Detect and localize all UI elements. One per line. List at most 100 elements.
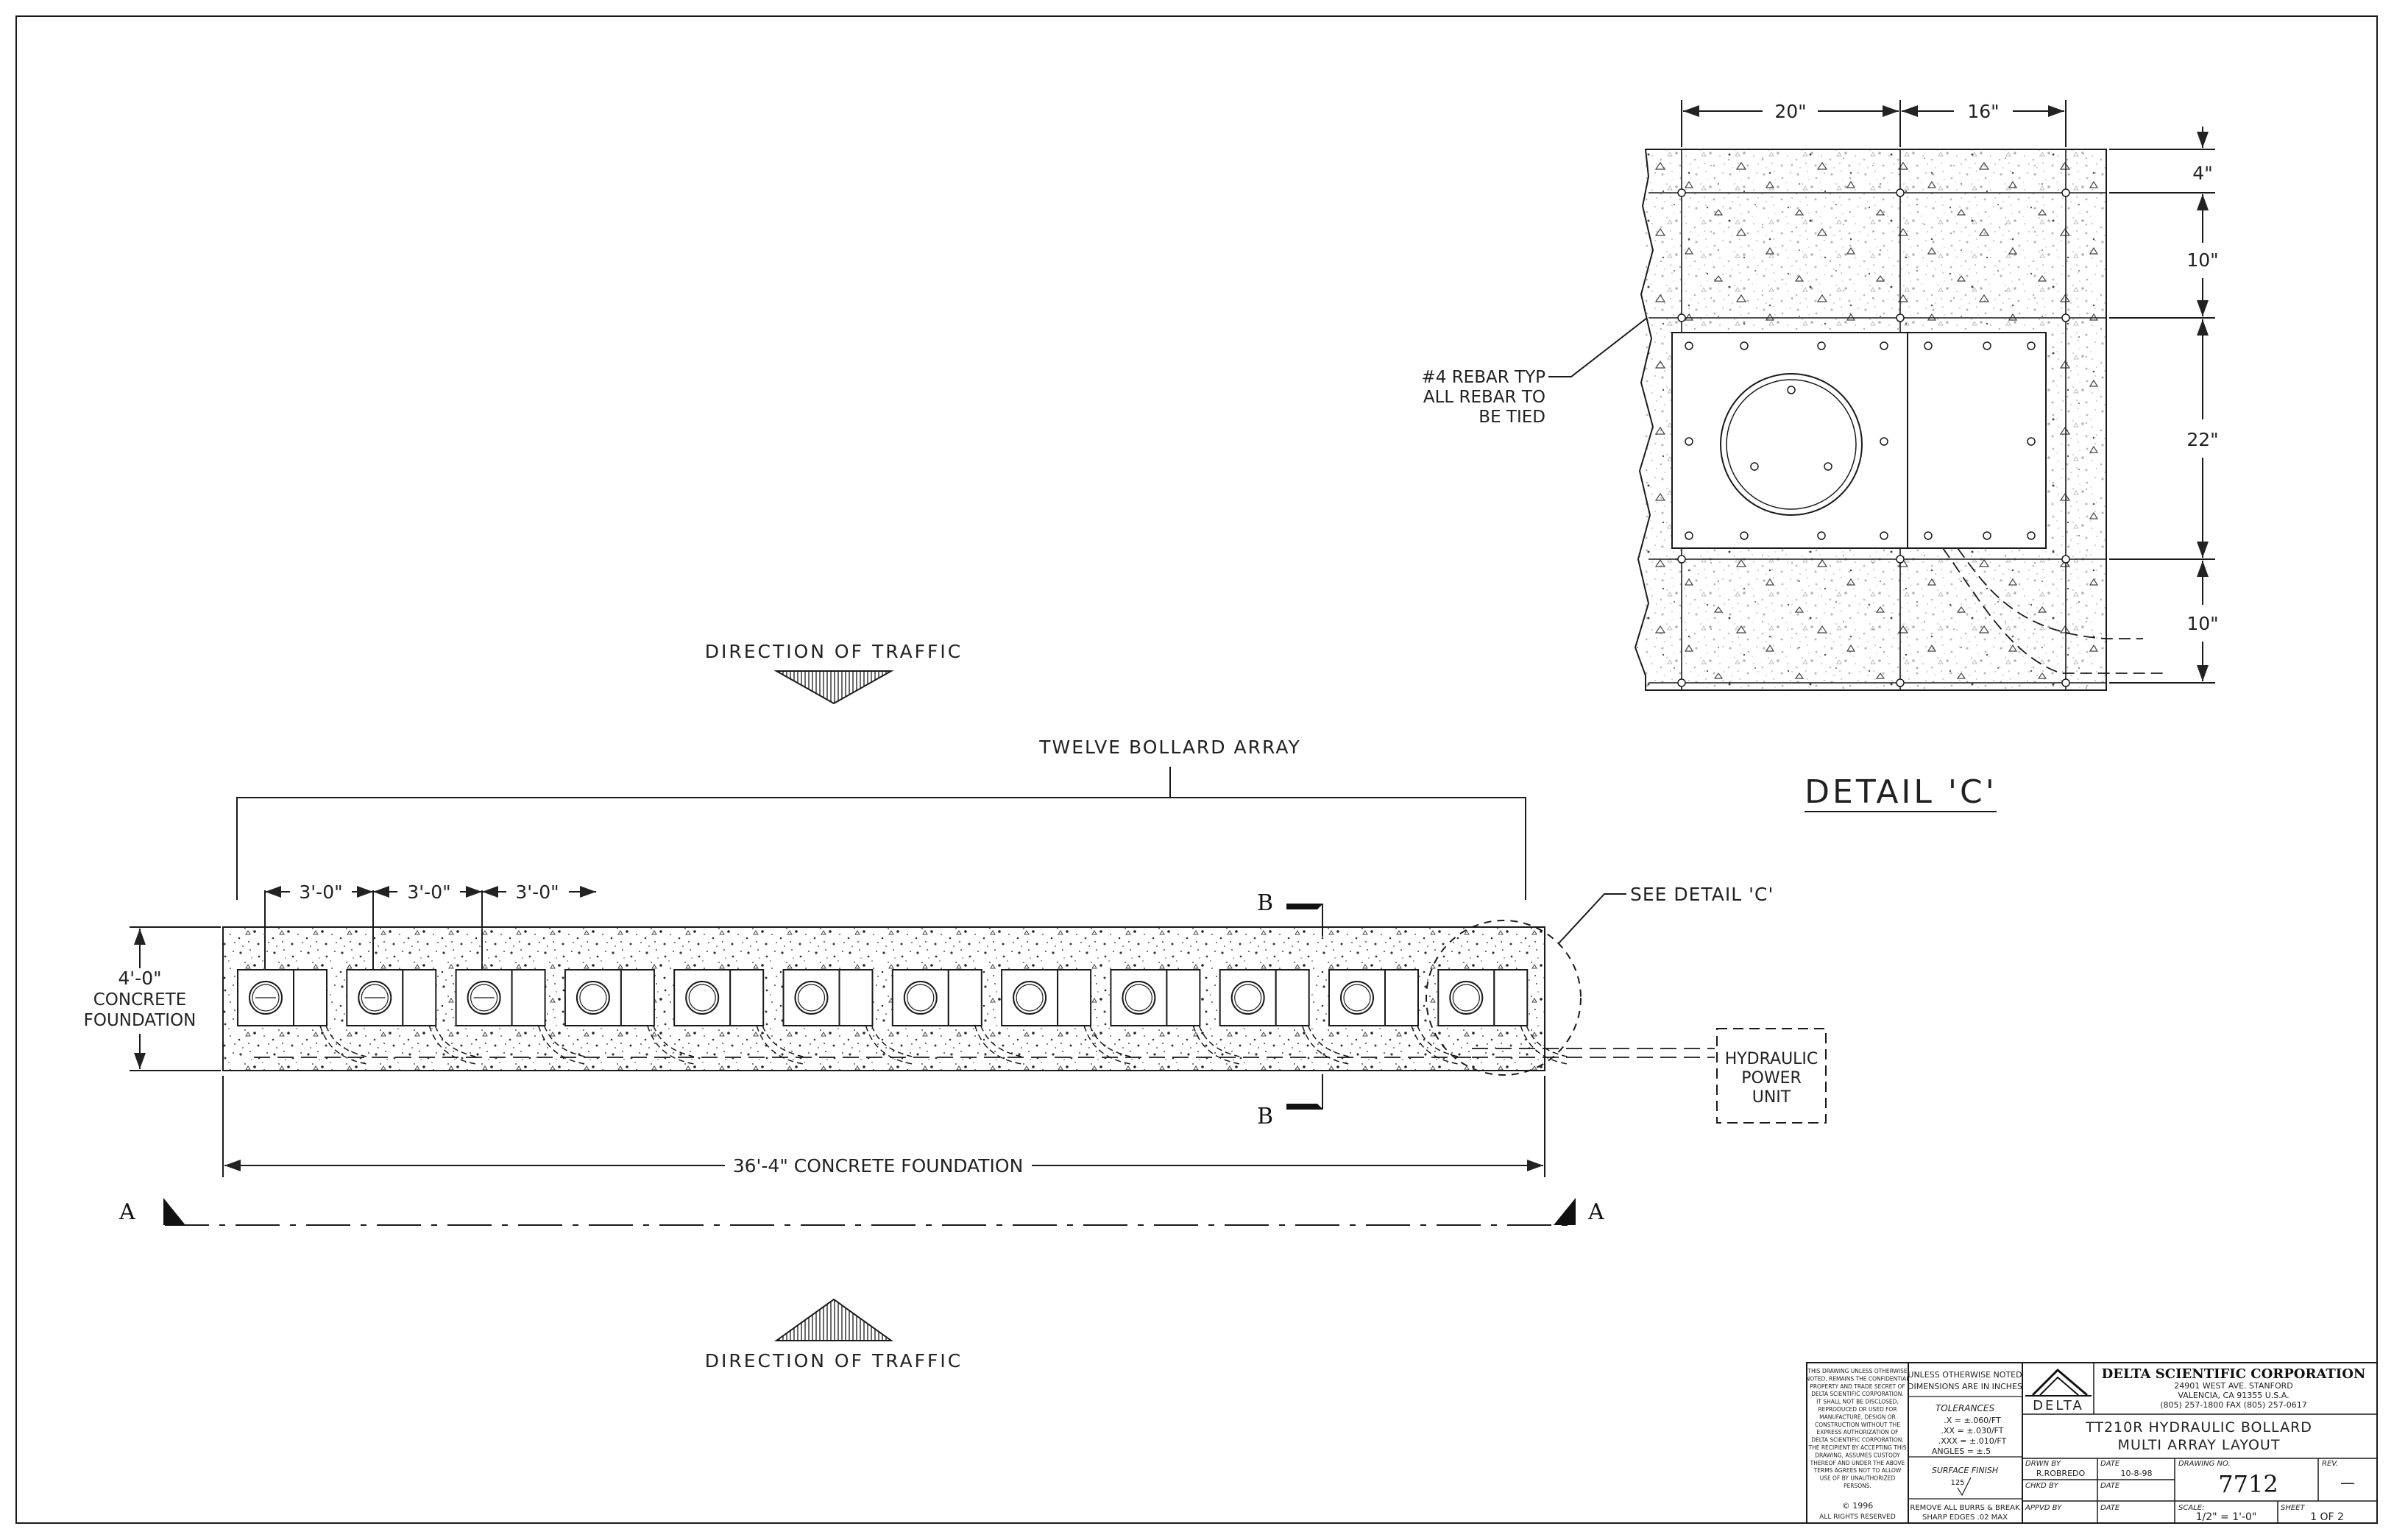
unless-noted-1: UNLESS OTHERWISE NOTED [1908,1370,2022,1380]
bollard-unit [455,969,585,1065]
bollard-unit [1328,969,1459,1065]
dim-16: 16" [1967,101,1999,122]
notice-line: EXPRESS AUTHORIZATION OF [1816,1429,1898,1436]
rebar-note-3: BE TIED [1478,408,1545,427]
revision: — [2340,1474,2355,1491]
tolerance-4: ANGLES = ±.5 [1932,1447,1991,1456]
rebar-note-2: ALL REBAR TO [1423,388,1545,407]
detail-title: DETAIL 'C' [1805,773,1997,811]
drawing-title-2: MULTI ARRAY LAYOUT [2118,1437,2281,1453]
company-name: DELTA SCIENTIFIC CORPORATION [2102,1366,2366,1382]
dim-10a: 10" [2186,249,2218,271]
drawn-by: R.ROBREDO [2036,1469,2086,1478]
rebar-note-1: #4 REBAR TYP [1421,368,1545,387]
dim-22: 22" [2186,429,2218,450]
plan-view: DIRECTION OF TRAFFIC TWELVE BOLLARD ARRA… [84,641,1827,1372]
tolerance-3: .XXX = ±.010/FT [1938,1436,2007,1446]
concrete-foundation [222,926,1545,1071]
dim-4: 4" [2192,163,2212,184]
bollard-unit [1110,969,1240,1065]
height-dim: 4'-0" [118,968,161,989]
bollard-cylinder-inner [1726,379,1857,510]
notice-line: THEREOF AND UNDER THE ABOVE [1810,1460,1905,1466]
surface-finish-value: 125 [1950,1479,1964,1487]
sheet-border [15,15,2378,1524]
notice-line: THIS DRAWING UNLESS OTHERWISE [1807,1368,1907,1374]
notice-line: TERMS AGREES NOT TO ALLOW [1813,1467,1902,1474]
bollard-base-plate [1671,332,1908,549]
bollard-foundation-box [1907,332,2047,549]
tolerance-1: .X = ±.060/FT [1944,1416,2001,1425]
notice-line: PERSONS. [1844,1483,1871,1489]
bollard-units [237,969,1568,1065]
approved-date-label: DATE [2100,1504,2120,1512]
spacing-dim-2: 3'-0" [407,881,450,903]
burrs-note-1: REMOVE ALL BURRS & BREAK [1910,1504,2020,1512]
hydraulic-lines [254,1048,1715,1058]
notice-line: REPRODUCED OR USED FOR [1818,1406,1897,1413]
revision-label: REV. [2322,1460,2338,1468]
company-address-1: 24901 WEST AVE. STANFORD [2174,1381,2293,1391]
hpu-label-2: POWER [1741,1069,1802,1087]
notice-line: USE OF BY UNAUTHORIZED [1820,1475,1896,1482]
section-a-right: A [1587,1199,1604,1225]
sheet-label: SHEET [2281,1504,2306,1512]
height-label-1: CONCRETE [93,990,187,1009]
drawing-title-1: TT210R HYDRAULIC BOLLARD [2085,1419,2312,1436]
drawing-number: 7712 [2218,1470,2278,1498]
notice-line: IT SHALL NOT BE DISCLOSED, [1816,1399,1899,1405]
surface-finish-title: SURFACE FINISH [1932,1466,1998,1475]
spacing-dimensions: 3'-0" 3'-0" 3'-0" [264,881,596,986]
hpu-label-1: HYDRAULIC [1725,1050,1818,1068]
bollard-unit [346,969,476,1065]
scale-label: SCALE: [2178,1504,2204,1512]
surface-finish-icon [1957,1477,1972,1497]
see-detail-label: SEE DETAIL 'C' [1630,884,1774,905]
company-address-2: VALENCIA, CA 91355 U.S.A. [2178,1391,2289,1400]
detail-c-view: 20" 16" 4" 10" 22" 10" #4 REBAR TYP ALL … [1421,100,2219,812]
detail-hydraulic-hose [1957,547,2143,639]
notice-line: MANUFACTURE, DESIGN OR [1819,1413,1896,1420]
array-label: TWELVE BOLLARD ARRAY [1038,737,1301,758]
traffic-arrow-down-icon [773,670,894,705]
burrs-note-2: SHARP EDGES .02 MAX [1922,1514,2008,1522]
drawn-by-label: DRWN BY [2025,1460,2061,1468]
height-dimension: 4'-0" CONCRETE FOUNDATION [84,926,221,1071]
direction-of-traffic-top: DIRECTION OF TRAFFIC [705,641,963,662]
bollard-unit [1001,969,1131,1065]
notice-line: NOTED, REMAINS THE CONFIDENTIAL [1806,1375,1910,1382]
spacing-dim-3: 3'-0" [515,881,559,903]
notice-line: DELTA SCIENTIFIC CORPORATION. [1811,1391,1904,1397]
bollard-unit [564,969,695,1065]
height-label-2: FOUNDATION [84,1011,196,1030]
dim-20: 20" [1774,101,1806,122]
rights-reserved: ALL RIGHTS RESERVED [1819,1514,1896,1521]
array-bracket [236,767,1526,900]
length-dimension: 36'-4" CONCRETE FOUNDATION [222,1076,1545,1177]
bollard-cylinder-outer [1720,373,1863,516]
hpu-label-3: UNIT [1752,1088,1791,1107]
bollard-unit [1219,969,1349,1065]
bollard-unit [782,969,913,1065]
approved-by-label: APPVD BY [2025,1504,2062,1512]
detail-c-callout: SEE DETAIL 'C' [1426,884,1774,1076]
notice-line: DELTA SCIENTIFIC CORPORATION. [1811,1437,1904,1444]
dim-10b: 10" [2186,613,2218,634]
tolerances-title: TOLERANCES [1936,1403,1995,1413]
notice-line: DRAWING, ASSUMES CUSTODY [1815,1452,1900,1458]
section-a-left: A [118,1199,135,1225]
drawn-date: 10-8-98 [2121,1469,2153,1478]
notice-line: THE RECIPIENT BY ACCEPTING THIS [1807,1444,1906,1451]
section-b-bottom: B [1257,1104,1273,1129]
date-label: DATE [2100,1460,2120,1468]
detail-right-dimensions: 4" 10" 22" 10" [2109,127,2219,684]
bollard-unit [673,969,804,1065]
bollard-unit [891,969,1021,1065]
hydraulic-power-unit-box [1716,1028,1827,1124]
detail-top-dimensions: 20" 16" [1681,100,2067,147]
section-b-top: B [1257,890,1273,916]
scale: 1/2" = 1'-0" [2196,1511,2257,1523]
